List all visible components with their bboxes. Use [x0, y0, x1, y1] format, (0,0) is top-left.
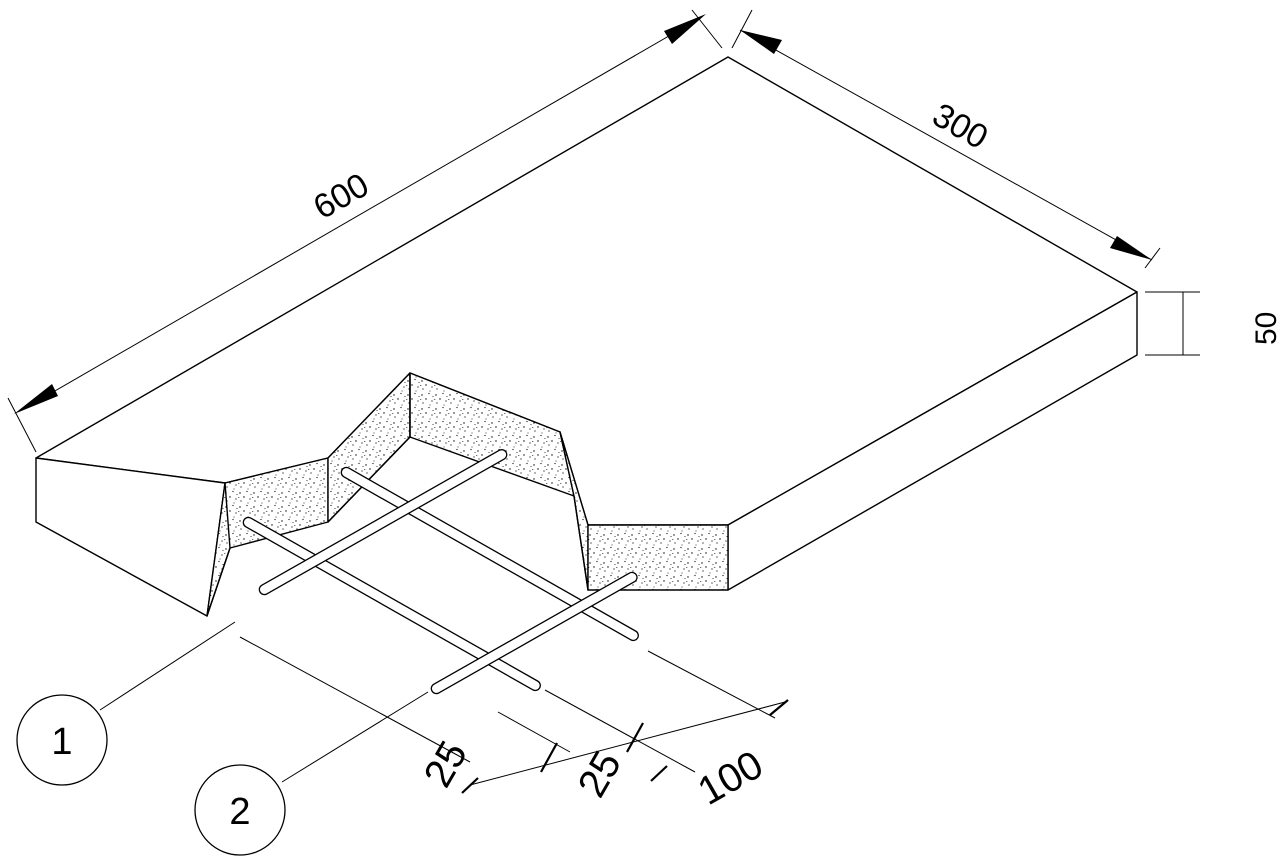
slab-left-face	[35, 457, 226, 617]
callout-1-bubble	[16, 694, 108, 786]
dimension-width-label: 300	[926, 96, 994, 157]
dimension-thickness-label: 50	[1250, 312, 1281, 345]
notch-inner-edge	[206, 482, 231, 617]
callout-1: 1	[16, 621, 236, 786]
rebar-cross-2	[430, 571, 638, 695]
slab-body	[35, 56, 1138, 617]
rebars	[242, 449, 639, 695]
right-inner-edge	[573, 495, 589, 591]
dimension-spacing-label: 100	[691, 743, 771, 814]
dimension-cover-2-label: 25	[570, 744, 630, 805]
dimension-thickness: 50	[1145, 291, 1281, 356]
rebar-long-1	[242, 516, 541, 692]
callout-2-label: 2	[229, 791, 250, 833]
callout-2: 2	[194, 691, 429, 856]
rebar-long-2	[340, 466, 639, 642]
rebar-cross-1	[258, 449, 508, 596]
callout-1-label: 1	[51, 721, 72, 763]
dimension-cover-1-label: 25	[416, 734, 476, 795]
section-cut	[206, 372, 729, 617]
callout-2-bubble	[194, 764, 286, 856]
dimension-rebar-spacing: 25 25 100	[239, 636, 789, 814]
cut-face-right-notch	[587, 524, 729, 591]
dimension-length-label: 600	[307, 166, 375, 227]
